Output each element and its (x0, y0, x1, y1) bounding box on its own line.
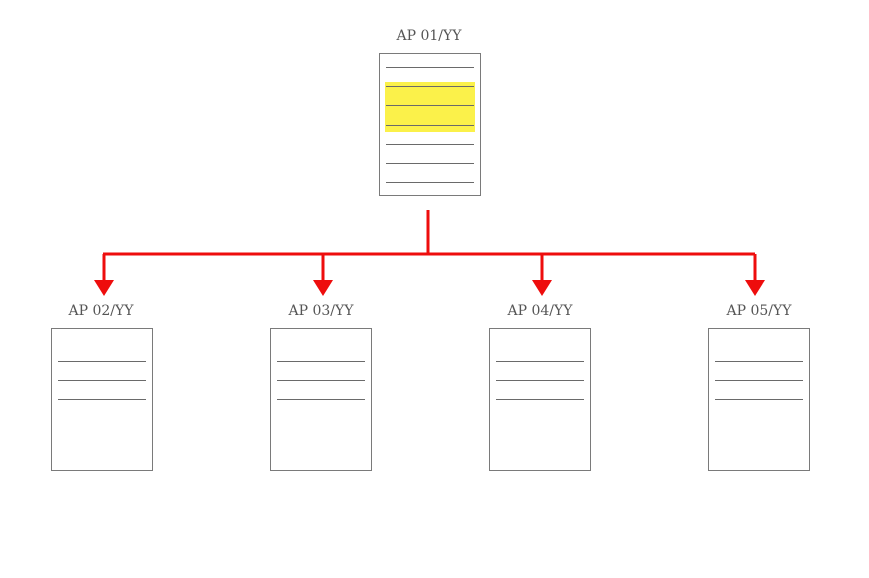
document-text-line (386, 144, 474, 145)
child-document-label-05: AP 05/YY (726, 303, 792, 319)
document-text-line (58, 399, 146, 400)
arrowhead-04 (532, 280, 552, 296)
child-document-label-02: AP 02/YY (68, 303, 134, 319)
document-text-line (386, 105, 474, 106)
child-document-02 (51, 328, 153, 471)
document-text-line (386, 125, 474, 126)
document-text-line (496, 361, 584, 362)
document-text-line (715, 399, 803, 400)
arrowhead-05 (745, 280, 765, 296)
document-text-line (496, 399, 584, 400)
document-text-line (386, 163, 474, 164)
document-text-line (715, 380, 803, 381)
document-text-line (386, 182, 474, 183)
document-text-line (58, 361, 146, 362)
parent-document (379, 53, 481, 196)
child-document-05 (708, 328, 810, 471)
child-document-04 (489, 328, 591, 471)
highlighted-section (385, 82, 475, 132)
document-text-line (277, 361, 365, 362)
document-text-line (277, 399, 365, 400)
child-document-label-04: AP 04/YY (507, 303, 573, 319)
parent-document-label: AP 01/YY (396, 28, 462, 44)
child-document-03 (270, 328, 372, 471)
document-text-line (386, 67, 474, 68)
document-text-line (715, 361, 803, 362)
arrowhead-02 (94, 280, 114, 296)
document-text-line (58, 380, 146, 381)
document-text-line (277, 380, 365, 381)
arrowhead-03 (313, 280, 333, 296)
child-document-label-03: AP 03/YY (288, 303, 354, 319)
document-text-line (496, 380, 584, 381)
document-text-line (386, 86, 474, 87)
